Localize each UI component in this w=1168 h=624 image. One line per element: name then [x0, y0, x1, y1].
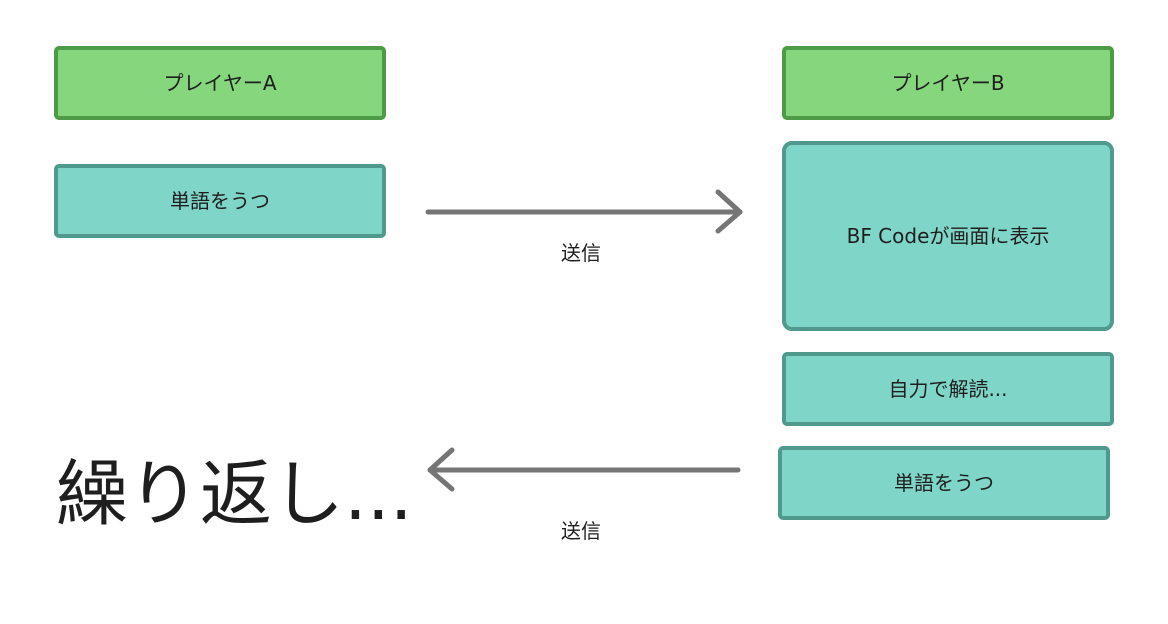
player-a-header-label: プレイヤーA — [163, 71, 277, 95]
arrow-a-to-b — [425, 189, 743, 234]
player-a-send-word-step: 単語をうつ — [54, 164, 386, 238]
player-b-header: プレイヤーB — [782, 46, 1114, 120]
player-b-display-code-label: BF Codeが画面に表示 — [846, 224, 1050, 248]
player-b-decode-label: 自力で解読... — [888, 377, 1008, 401]
arrow-a-to-b-label: 送信 — [561, 241, 601, 265]
player-a-header: プレイヤーA — [54, 46, 386, 120]
loop-text: 繰り返し... — [56, 452, 413, 536]
player-b-send-word-label: 単語をうつ — [894, 471, 994, 495]
player-b-send-word-step: 単語をうつ — [778, 446, 1110, 520]
arrow-b-to-a-label: 送信 — [561, 519, 601, 543]
arrow-b-to-a — [427, 447, 741, 492]
player-b-header-label: プレイヤーB — [891, 71, 1005, 95]
player-a-send-word-label: 単語をうつ — [170, 189, 270, 213]
player-b-display-code-step: BF Codeが画面に表示 — [782, 141, 1114, 331]
player-b-decode-step: 自力で解読... — [782, 352, 1114, 426]
